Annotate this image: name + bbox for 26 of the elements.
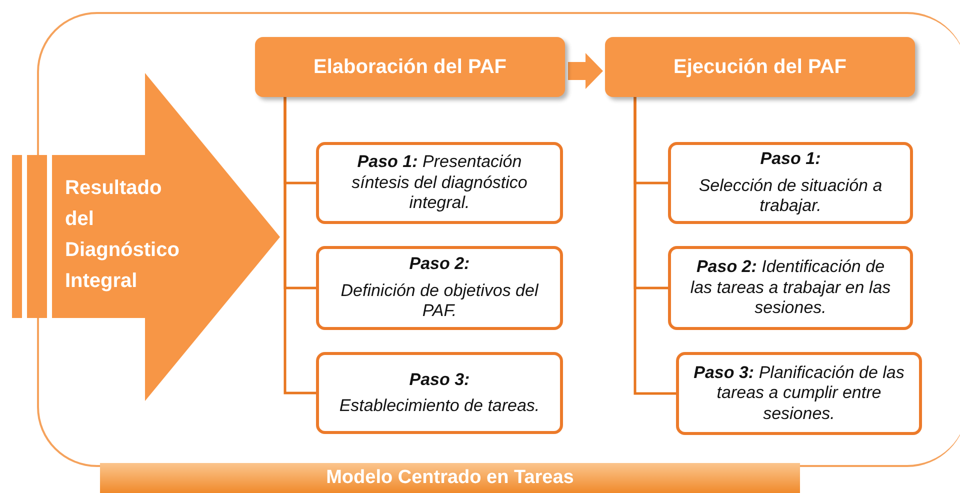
step-heading: Paso 3: [409, 370, 470, 390]
connector-line [634, 97, 676, 395]
block-arrow-connector [568, 53, 603, 89]
step-text: Paso 3: Planificación de las tareas a cumplir entre sesiones. [693, 362, 905, 424]
step-text: Definición de objetivos del PAF. [340, 280, 540, 322]
header-text: Elaboración del PAF [314, 56, 506, 78]
step-box [668, 246, 913, 330]
step-box [316, 352, 563, 434]
step-box [676, 352, 922, 435]
title-text: Modelo Centrado en Tareas [326, 467, 574, 489]
step-text: Paso 1: Presentación síntesis del diagnóstico integral. [350, 152, 528, 214]
step-heading: Paso 1: [760, 149, 821, 170]
title-bar [100, 463, 800, 493]
connector-line [284, 97, 316, 394]
step-box [668, 142, 913, 224]
step-heading: Paso 2: [409, 254, 470, 275]
step-text: Selección de situación a trabajar. [698, 176, 884, 217]
header-box [255, 37, 565, 97]
step-box [316, 142, 563, 224]
step-text: Establecimiento de tareas. [339, 396, 540, 416]
step-text: Paso 2: Identificación de las tareas a trabajar en las sesiones. [689, 257, 892, 319]
step-box [316, 246, 563, 330]
header-box [605, 37, 915, 97]
block-arrow [12, 73, 282, 401]
step-text: Resultado del Diagnóstico Integral [65, 176, 180, 294]
header-text: Ejecución del PAF [674, 56, 846, 78]
